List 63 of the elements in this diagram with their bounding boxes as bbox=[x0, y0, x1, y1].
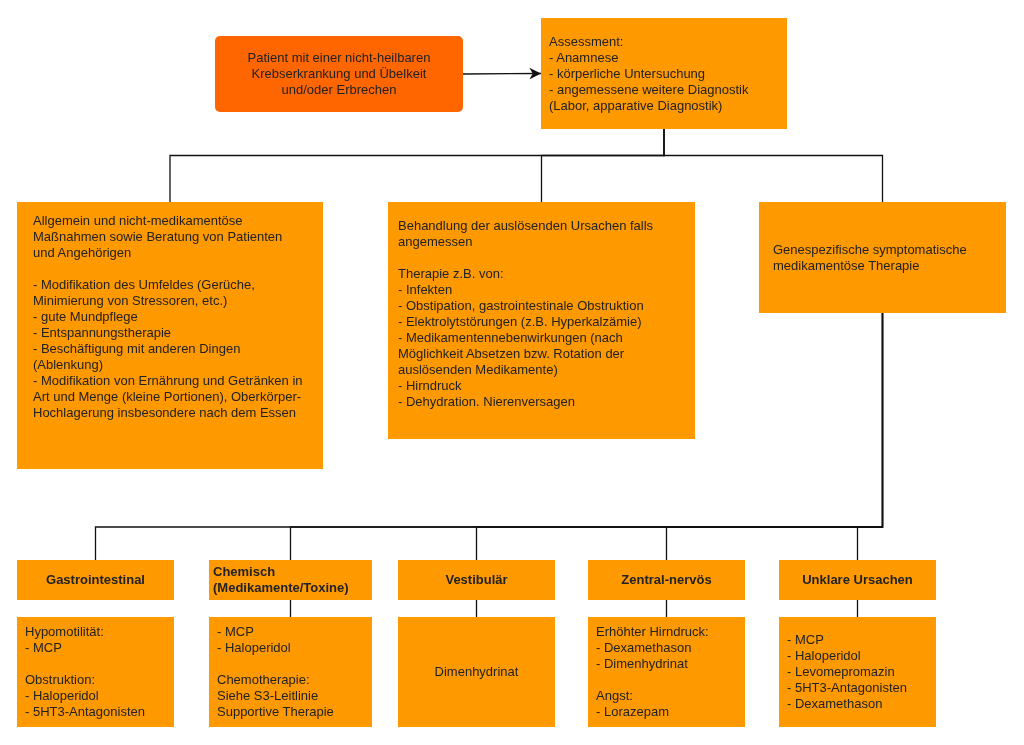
box-text: - körperliche Untersuchung bbox=[549, 65, 707, 82]
box-text: Chemotherapie: bbox=[217, 672, 311, 688]
box-text: - Beschäftigung mit anderen Dingen (Ablenkung) bbox=[33, 341, 242, 373]
start-box bbox=[215, 36, 463, 112]
box-text: Therapie z.B. von: bbox=[398, 266, 505, 282]
box-text: - Dexamethason bbox=[596, 640, 693, 656]
box-text: - 5HT3-Antagonisten bbox=[25, 704, 146, 720]
box-text: Siehe S3-Leitlinie Supportive Therapie bbox=[217, 688, 335, 720]
connector-line bbox=[663, 128, 884, 203]
box-text: - Modifikation des Umfeldes (Gerüche, Minimierung von Stressoren, etc.) bbox=[33, 277, 256, 309]
box-text: - Levomepromazin bbox=[787, 664, 896, 680]
box-text: - Modifikation von Ernährung und Getränken in Art und Menge (kleine Portionen), Oberkörper-Hochlagerung insbesondere nach dem Essen bbox=[33, 373, 304, 421]
process-box bbox=[209, 617, 372, 727]
box-text: - Elektrolytstörungen (z.B. Hyperkalzämie) bbox=[398, 314, 643, 330]
category-title: Unklare Ursachen bbox=[801, 572, 914, 588]
category-title: Gastrointestinal bbox=[45, 572, 146, 588]
box-text: Assessment: bbox=[549, 33, 625, 50]
box-text: Behandlung der auslösenden Ursachen falls angemessen bbox=[398, 218, 655, 250]
process-box bbox=[388, 202, 695, 439]
process-box bbox=[759, 202, 1006, 313]
box-text: - Haloperidol bbox=[787, 648, 862, 664]
category-header-box bbox=[209, 560, 372, 600]
category-title: Chemisch (Medikamente/Toxine) bbox=[213, 564, 350, 596]
box-text: - Anamnese bbox=[549, 49, 620, 66]
category-header-box bbox=[17, 560, 174, 600]
box-text: - Lorazepam bbox=[596, 704, 670, 720]
process-box bbox=[541, 18, 787, 129]
category-title: Vestibulär bbox=[444, 572, 509, 588]
box-text: Allgemein und nicht-medikamentöse Maßnahmen sowie Beratung von Patienten und Angehörigen bbox=[33, 213, 284, 261]
box-text: - Obstipation, gastrointestinale Obstruktion bbox=[398, 298, 645, 314]
box-text: - Haloperidol bbox=[217, 640, 292, 656]
box-text: Obstruktion: bbox=[25, 672, 97, 688]
box-text: - MCP bbox=[217, 624, 255, 640]
box-text: - MCP bbox=[25, 640, 63, 656]
box-text: - Entspannungstherapie bbox=[33, 325, 173, 341]
box-text: - MCP bbox=[787, 632, 825, 648]
category-header-box bbox=[398, 560, 555, 600]
process-box bbox=[398, 617, 555, 727]
box-text: - Hirndruck bbox=[398, 378, 463, 394]
box-text: - angemessene weitere Diagnostik (Labor, apparative Diagnostik) bbox=[549, 81, 750, 114]
box-text: - Dimenhydrinat bbox=[596, 656, 689, 672]
box-text: Genespezifische symptomatische medikamentöse Therapie bbox=[773, 241, 968, 274]
box-text: - Haloperidol bbox=[25, 688, 100, 704]
connector-line bbox=[856, 312, 884, 561]
arrow bbox=[462, 67, 542, 80]
category-title: Zentral-nervös bbox=[620, 572, 713, 588]
box-text: - Dexamethason bbox=[787, 696, 884, 712]
box-text: Hypomotilität: bbox=[25, 624, 105, 640]
box-text: Dimenhydrinat bbox=[433, 664, 520, 680]
category-header-box bbox=[779, 560, 936, 600]
box-text: - Infekten bbox=[398, 282, 454, 298]
process-box bbox=[779, 617, 936, 727]
process-box bbox=[588, 617, 745, 727]
box-text: Erhöhter Hirndruck: bbox=[596, 624, 710, 640]
box-text: - gute Mundpflege bbox=[33, 309, 139, 325]
category-header-box bbox=[588, 560, 745, 600]
process-box bbox=[17, 617, 174, 727]
process-box bbox=[17, 202, 323, 469]
box-text: Angst: bbox=[596, 688, 634, 704]
box-text: - Medikamentennebenwirkungen (nach Möglichkeit Absetzen bzw. Rotation der auslösenden Medikamente) bbox=[398, 330, 626, 378]
box-text: - 5HT3-Antagonisten bbox=[787, 680, 908, 696]
box-text: Patient mit einer nicht-heilbaren Krebserkrankung und Übelkeit und/oder Erbrechen bbox=[246, 50, 432, 98]
box-text: - Dehydration. Nierenversagen bbox=[398, 394, 577, 410]
